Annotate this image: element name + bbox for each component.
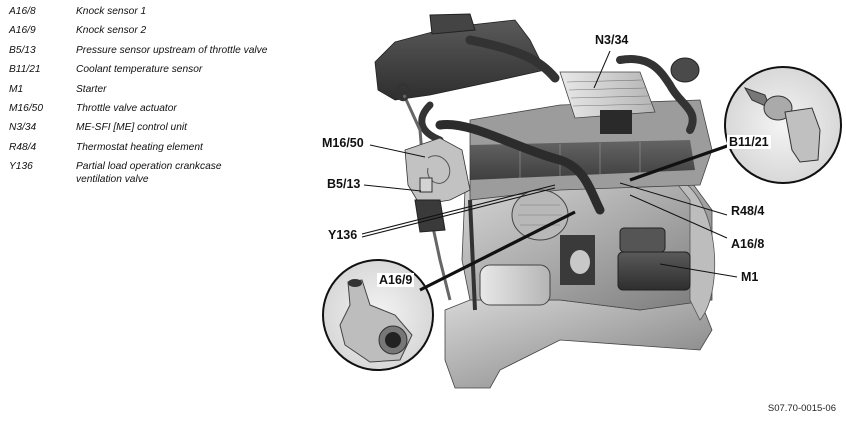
- legend-description: Throttle valve actuator: [76, 102, 177, 114]
- inset-a16-9: [322, 259, 434, 371]
- legend-description: ME-SFI [ME] control unit: [76, 122, 187, 134]
- legend-code: N3/34: [9, 122, 37, 134]
- legend-row: B11/21 Coolant temperature sensor: [9, 64, 299, 77]
- legend-code: A16/9: [9, 25, 36, 37]
- callout-m16-50: M16/50: [322, 136, 364, 150]
- inset-connector-lines: [419, 143, 731, 292]
- legend-description: Coolant temperature sensor: [76, 64, 203, 76]
- legend-code: B5/13: [9, 44, 36, 56]
- legend-code: B11/21: [9, 64, 41, 76]
- legend-description: Thermostat heating element: [76, 141, 203, 153]
- legend-description: Pressure sensor upstream of throttle val…: [76, 44, 268, 56]
- callout-a16-8: A16/8: [731, 237, 765, 251]
- legend-code: R48/4: [9, 141, 37, 153]
- legend-row: N3/34 ME-SFI [ME] control unit: [9, 122, 299, 135]
- legend-row: A16/8 Knock sensor 1: [9, 6, 299, 19]
- callout-y136: Y136: [328, 228, 358, 242]
- callout-r48-4: R48/4: [731, 204, 765, 218]
- legend-description: Starter: [76, 83, 107, 95]
- callout-m1: M1: [741, 270, 759, 284]
- figure-reference-number: S07.70-0015-06: [767, 403, 836, 414]
- legend-code: Y136: [9, 161, 33, 173]
- legend-code: M1: [9, 83, 24, 95]
- legend-code: M16/50: [9, 102, 43, 114]
- inset-b11-21: [724, 66, 842, 184]
- legend-row: A16/9 Knock sensor 2: [9, 25, 299, 38]
- legend-description: Knock sensor 1: [76, 6, 147, 17]
- legend-description: Partial load operation crankcase ventila…: [76, 161, 222, 185]
- legend-row: B5/13 Pressure sensor upstream of thrott…: [9, 45, 299, 58]
- callout-b5-13: B5/13: [327, 177, 361, 191]
- callout-a16-9: A16/9: [377, 273, 415, 287]
- legend-description: Knock sensor 2: [76, 25, 147, 37]
- callout-leader-lines: [361, 50, 738, 278]
- legend-row: R48/4 Thermostat heating element: [9, 142, 299, 155]
- legend-row: M1 Starter: [9, 84, 299, 97]
- callout-n3-34: N3/34: [595, 33, 629, 47]
- engine-block: [374, 13, 716, 389]
- callout-b11-21: B11/21: [727, 135, 771, 149]
- legend-row: Y136 Partial load operation crankcase ve…: [9, 161, 299, 186]
- legend-code: A16/8: [9, 6, 36, 17]
- component-legend: A16/8 Knock sensor 1 A16/9 Knock sensor …: [9, 6, 299, 193]
- legend-row: M16/50 Throttle valve actuator: [9, 103, 299, 116]
